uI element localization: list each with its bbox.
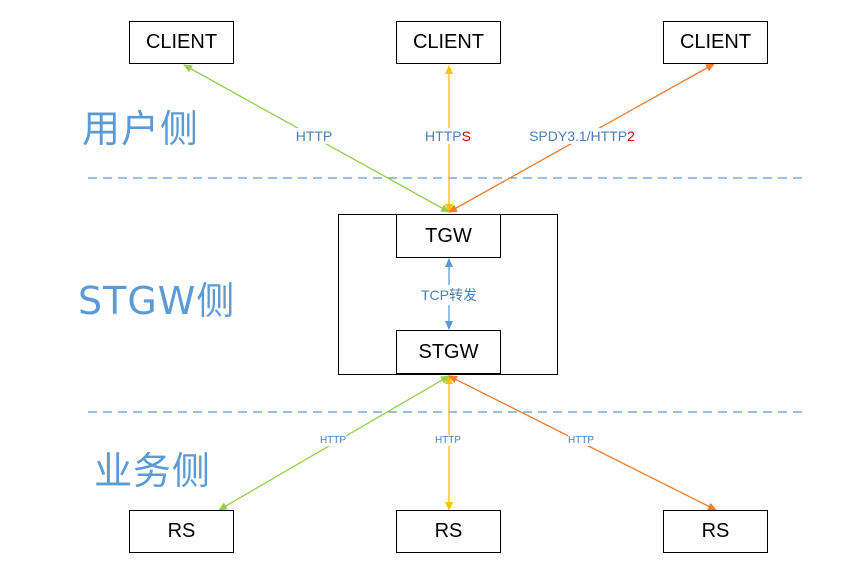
edge-label-client-right: SPDY3.1/HTTP2 [529, 128, 635, 144]
edge-label-client-mid-main: HTTP [425, 128, 462, 144]
tgw-node: TGW [396, 214, 501, 258]
edge-label-rs-right: HTTP [567, 435, 595, 446]
zone-label-user-side: 用户侧 [82, 107, 200, 151]
client-node-right: CLIENT [663, 21, 768, 64]
client-node-left: CLIENT [129, 21, 234, 64]
zone-label-business-side: 业务侧 [94, 449, 212, 493]
edge-label-tgw-stgw: TCP转发 [421, 285, 477, 305]
edge-label-client-right-highlight: 2 [627, 128, 635, 144]
zone-label-stgw-side: STGW侧 [78, 279, 236, 323]
edge-label-client-mid: HTTPS [425, 128, 471, 144]
edge-label-rs-left: HTTP [319, 435, 347, 446]
rs-node-right: RS [663, 510, 768, 553]
edge-label-rs-mid: HTTP [434, 435, 462, 446]
edge-label-client-left: HTTP [295, 128, 333, 144]
edge-label-client-mid-highlight: S [461, 128, 471, 144]
stgw-node: STGW [396, 330, 501, 374]
client-node-mid: CLIENT [396, 21, 501, 64]
rs-node-mid: RS [396, 510, 501, 553]
edge-label-client-right-main: SPDY3.1/HTTP [529, 128, 628, 144]
rs-node-left: RS [129, 510, 234, 553]
